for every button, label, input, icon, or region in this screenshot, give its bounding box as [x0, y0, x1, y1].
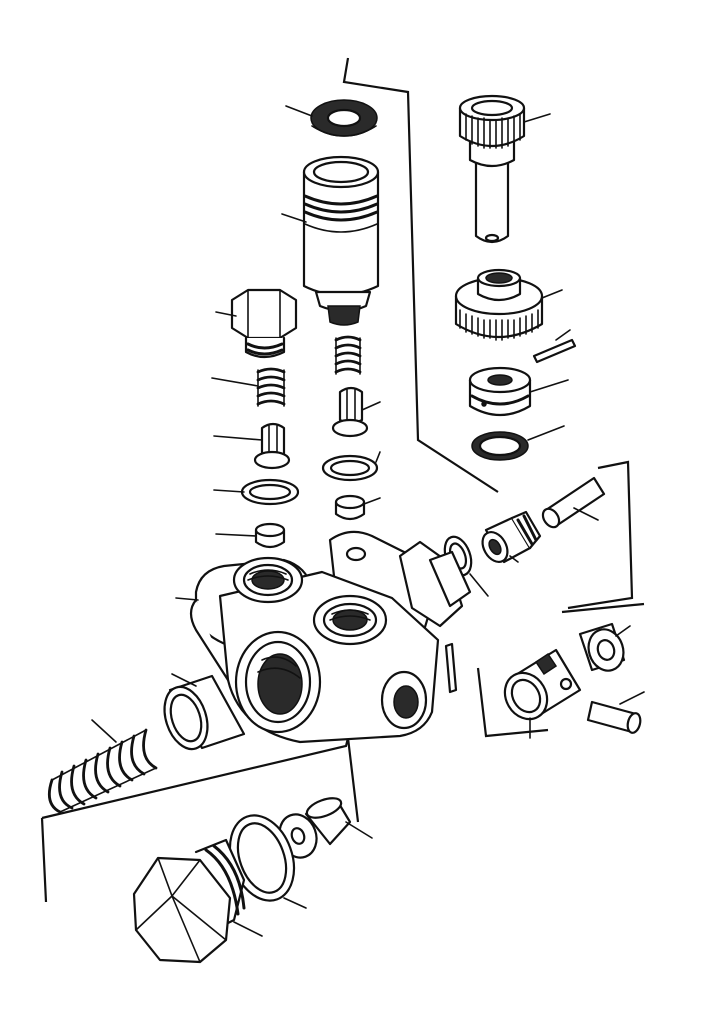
large-coil-spring — [49, 730, 156, 812]
small-bushing-middle — [336, 496, 364, 519]
small-roller — [580, 624, 629, 675]
right-group-bracket — [568, 462, 632, 608]
hex-cap-lower — [134, 840, 244, 962]
dowel-pin-lower — [588, 702, 642, 734]
o-ring-middle — [323, 456, 377, 480]
fluted-valve-middle — [333, 388, 367, 436]
slotted-cylinder — [497, 650, 580, 727]
leader-lines — [92, 106, 644, 936]
lower-right-group-bracket — [478, 604, 644, 736]
o-ring-left — [242, 480, 298, 504]
threaded-sleeve — [304, 157, 378, 325]
fluted-valve-left — [255, 424, 289, 468]
grooved-collar — [470, 368, 530, 415]
inner-spring-upper — [336, 337, 360, 374]
small-pin-upper — [534, 340, 575, 362]
pump-housing — [191, 532, 470, 742]
hex-plug-upper — [232, 290, 296, 357]
gasket-right — [472, 432, 528, 460]
small-bushing-left — [256, 524, 284, 547]
knurled-knob-plunger — [460, 96, 524, 242]
upper-group-bracket — [344, 58, 498, 492]
lower-group-bracket — [42, 738, 358, 902]
dowel-pin-upper — [540, 478, 604, 530]
slender-pin-center — [446, 644, 456, 692]
top-seal-washer — [311, 100, 377, 136]
valve-seat-right — [477, 512, 540, 566]
spring-upper-left — [258, 369, 284, 406]
knurled-nut — [456, 270, 542, 340]
bushing-sleeve — [157, 676, 244, 755]
